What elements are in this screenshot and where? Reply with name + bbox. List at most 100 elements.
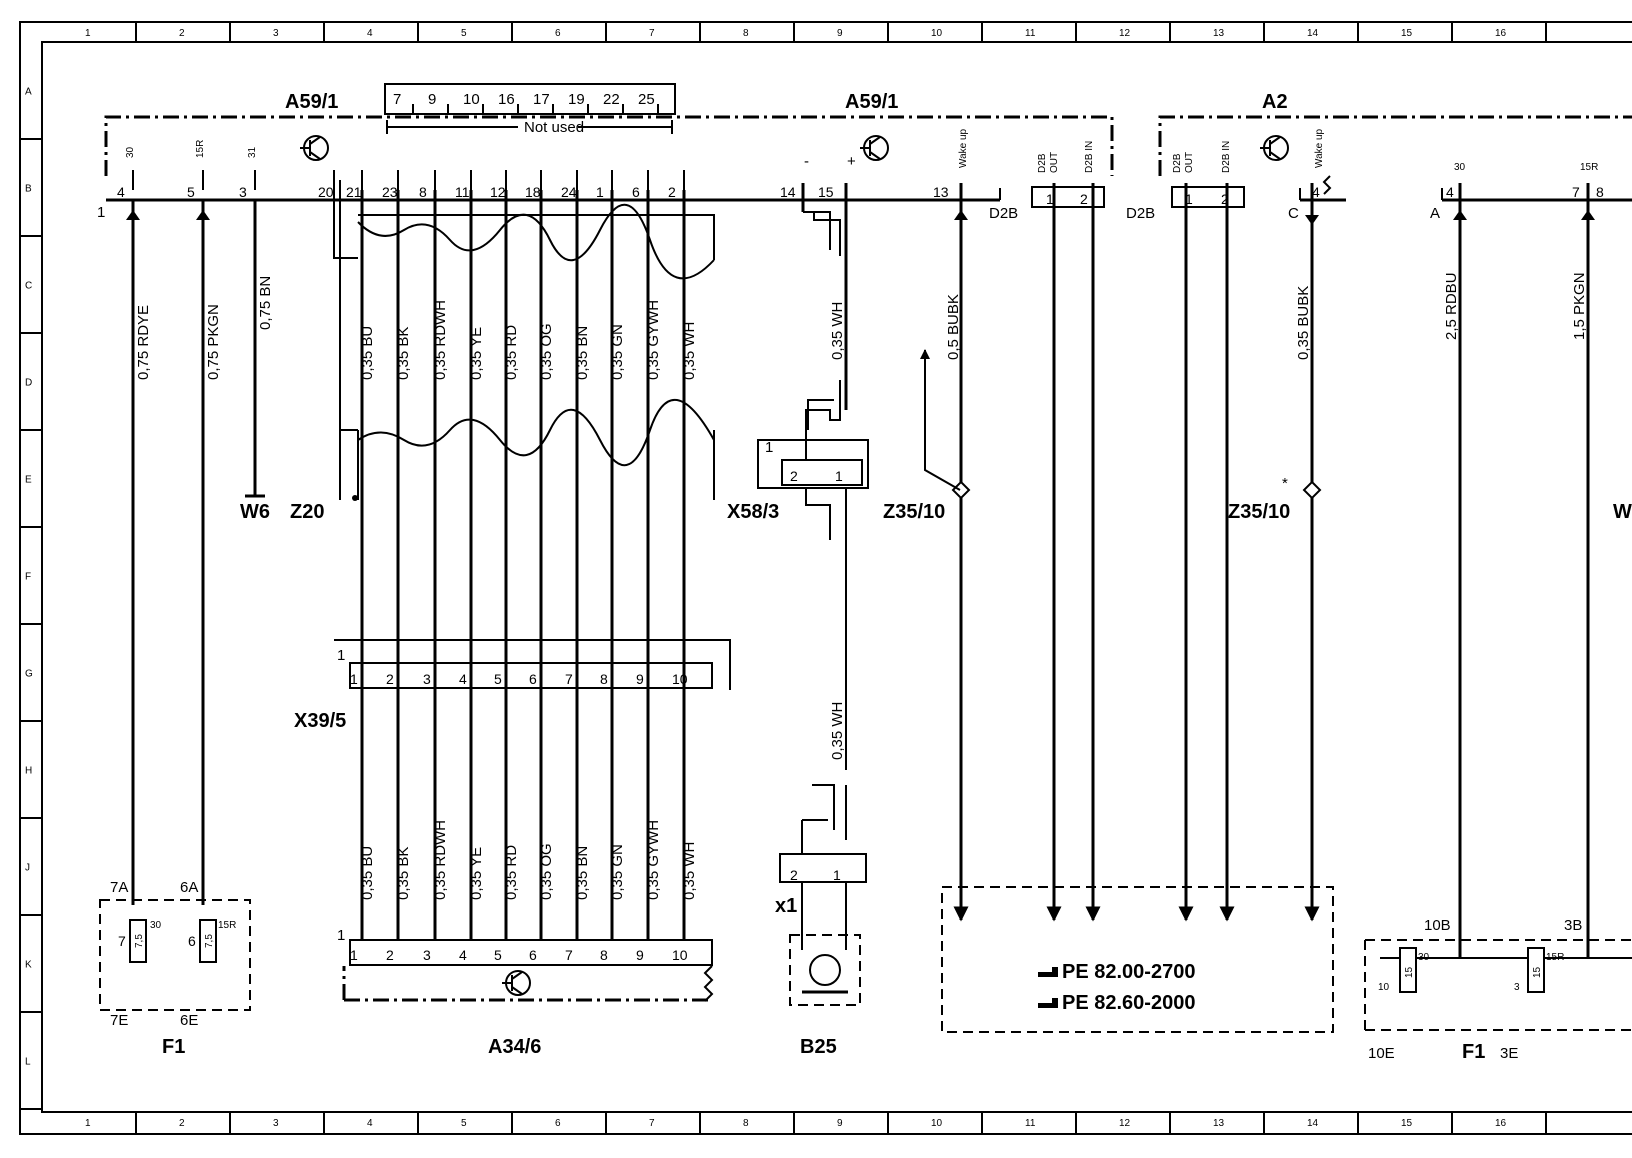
grid-row-label: B — [25, 184, 32, 195]
grid-col-label: 9 — [837, 1118, 843, 1129]
unused-pin-number: 25 — [638, 91, 655, 108]
grid-col-label: 9 — [837, 28, 843, 39]
svg-text:3E: 3E — [1500, 1045, 1518, 1062]
svg-text:1: 1 — [765, 439, 773, 456]
grid-row-label: L — [25, 1057, 31, 1068]
wake-up-label: Wake up — [958, 128, 969, 168]
grid-col-label: 3 — [273, 28, 279, 39]
pointing-hand-icon — [1038, 967, 1058, 977]
svg-text:30: 30 — [1454, 162, 1466, 173]
x39-pin-number: 5 — [494, 671, 502, 687]
unused-pin-number: 22 — [603, 91, 620, 108]
wire-label: 0,75 PKGN — [205, 304, 222, 380]
wire-label: 0,35 GN — [609, 844, 626, 900]
wire-label: 0,35 RD — [503, 325, 520, 380]
d2b-in-label: D2B IN — [1084, 141, 1095, 173]
a59-pin-number: 20 — [318, 184, 334, 200]
svg-text:2: 2 — [1080, 191, 1088, 207]
svg-text:*: * — [1282, 475, 1288, 492]
wire-label: 0,35 BN — [574, 326, 591, 380]
x39-pin-number: 8 — [600, 671, 608, 687]
a2-unit: A2 D2B OUT D2B IN Wake up 30 15R 1 2 D2B… — [1126, 91, 1632, 222]
pin-label-15r: 15R — [195, 140, 206, 158]
x39-pin-number: 3 — [423, 671, 431, 687]
grid-col-label: 8 — [743, 1118, 749, 1129]
grid-col-label: 11 — [1025, 28, 1036, 39]
a34-pin-number: 8 — [600, 947, 608, 963]
grid-row-label: H — [25, 766, 32, 777]
svg-text:7: 7 — [118, 933, 126, 949]
grid-col-label: 7 — [649, 1118, 655, 1129]
unused-pin-number: 10 — [463, 91, 480, 108]
wire-label: 0,35 GYWH — [645, 820, 662, 900]
svg-text:D2B IN: D2B IN — [1221, 141, 1232, 173]
f1-label-right: F1 — [1462, 1041, 1485, 1063]
grid-col-label: 1 — [85, 1118, 91, 1129]
x39-pin-number: 2 — [386, 671, 394, 687]
svg-text:1,5 PKGN: 1,5 PKGN — [1571, 272, 1588, 340]
svg-text:10: 10 — [1378, 982, 1390, 993]
pin-label-minus: - — [804, 153, 809, 170]
grid-col-label: 3 — [273, 1118, 279, 1129]
wire-label: 0,35 WH — [681, 322, 698, 380]
grid-row-label: F — [25, 572, 31, 583]
z20-label: Z20 — [290, 501, 324, 523]
a59-pin-number: 5 — [187, 184, 195, 200]
svg-text:7,5: 7,5 — [134, 934, 145, 948]
grid-col-label: 8 — [743, 28, 749, 39]
d2b-plug-right: 1 2 D2B — [1126, 186, 1245, 222]
wire-label: 0,35 BU — [359, 326, 376, 380]
wire-label: 0,35 BK — [395, 847, 412, 900]
x58-3-label: X58/3 — [727, 501, 779, 523]
a34-pin-number: 3 — [423, 947, 431, 963]
pe-ref-1: PE 82.00-2700 — [1062, 961, 1195, 983]
svg-text:15R: 15R — [218, 920, 236, 931]
a59-pin-number: 21 — [346, 184, 362, 200]
transistor-icon — [860, 135, 889, 161]
a59-pin-number: 12 — [490, 184, 506, 200]
svg-text:15: 15 — [1532, 966, 1543, 978]
svg-text:10B: 10B — [1424, 917, 1451, 934]
svg-text:2,5 RDBU: 2,5 RDBU — [1443, 272, 1460, 340]
grid-col-label: 2 — [179, 28, 185, 39]
pin-label-plus: + — [847, 153, 856, 170]
wire-label: 0,35 GN — [609, 324, 626, 380]
not-used-label: Not used — [524, 119, 584, 136]
grid-col-label: 4 — [367, 28, 373, 39]
svg-text:1: 1 — [337, 927, 345, 944]
a59-pin-number: 18 — [525, 184, 541, 200]
svg-text:D2B: D2B — [1172, 153, 1183, 173]
a59-pin-number: 8 — [419, 184, 427, 200]
d2b-label: D2B — [1037, 153, 1048, 173]
svg-text:10E: 10E — [1368, 1045, 1395, 1062]
a59-pin-number: 1 — [596, 184, 604, 200]
svg-text:2: 2 — [1221, 191, 1229, 207]
svg-text:4: 4 — [1312, 184, 1320, 200]
b25-label: B25 — [800, 1036, 837, 1058]
grid-col-label: 4 — [367, 1118, 373, 1129]
x39-5-label: X39/5 — [294, 710, 346, 732]
grid-col-label: 13 — [1213, 1118, 1225, 1129]
fuse-block-f1-left: 7,5 7,5 7 6 30 15R 7A 6A 7E 6E F1 — [99, 879, 251, 1058]
grid-col-label: 10 — [931, 1118, 943, 1129]
svg-text:7E: 7E — [110, 1012, 128, 1029]
wire-label: 0,35 RD — [503, 845, 520, 900]
unused-pin-number: 19 — [568, 91, 585, 108]
svg-text:A: A — [1430, 205, 1440, 222]
svg-text:1: 1 — [1046, 191, 1054, 207]
b25-speaker-path: 1 2 1 X58/3 0,35 WH 0,35 WH 2 1 x1 B25 — [727, 183, 869, 1058]
svg-text:W: W — [1613, 501, 1632, 523]
grid-col-label: 14 — [1307, 28, 1319, 39]
svg-text:30: 30 — [150, 920, 162, 931]
a34-pin-number: 10 — [672, 947, 688, 963]
f1-label-left: F1 — [162, 1036, 185, 1058]
grid-col-label: 15 — [1401, 28, 1413, 39]
a59-pin-number: 2 — [668, 184, 676, 200]
out-label: OUT — [1049, 152, 1060, 173]
x39-pin-number: 7 — [565, 671, 573, 687]
wire-label: 0,35 BN — [574, 846, 591, 900]
